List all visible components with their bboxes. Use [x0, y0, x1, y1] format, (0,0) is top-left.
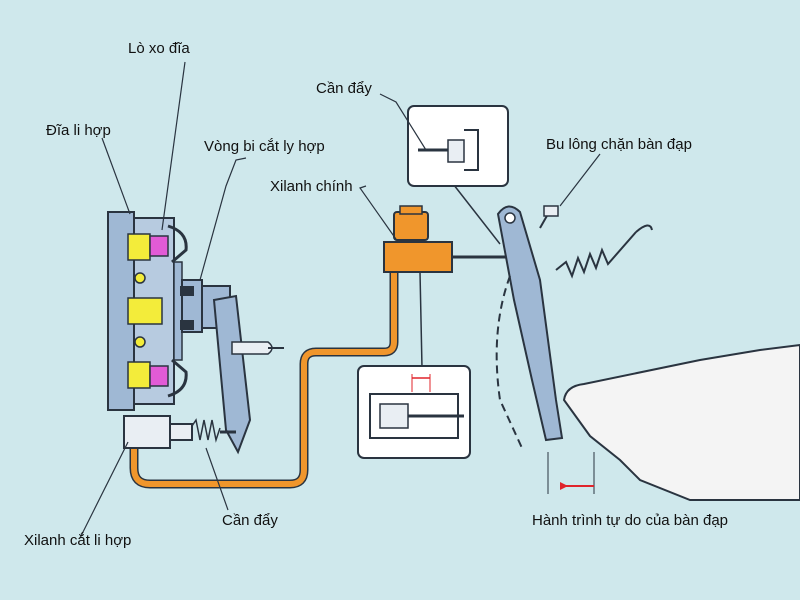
- label-vong-bi: Vòng bi cắt ly hợp: [204, 138, 325, 155]
- spring-yellow-bottom: [127, 361, 151, 389]
- driver-foot: [562, 343, 800, 501]
- label-hanh-trinh: Hành trình tự do của bàn đạp: [532, 512, 729, 529]
- slave-cylinder: [123, 415, 236, 449]
- master-cylinder: [383, 205, 525, 273]
- release-fork: [212, 294, 284, 455]
- label-xilanh-cat: Xilanh cắt li hợp: [24, 532, 132, 549]
- label-can-day-top: Cần đẩy: [316, 80, 372, 97]
- label-lo-xo-dia: Lò xo đĩa: [128, 40, 190, 57]
- free-travel-dimension: [547, 452, 595, 494]
- clutch-pedal: [495, 205, 653, 449]
- label-dia-li-hop: Đĩa li hợp: [46, 122, 111, 139]
- label-bu-long: Bu lông chặn bàn đạp: [546, 136, 692, 153]
- inset-bottom: [357, 271, 471, 459]
- inset-top: [407, 105, 509, 245]
- label-xilanh-chinh: Xilanh chính: [270, 178, 353, 195]
- clutch-disc-assembly: [107, 211, 188, 411]
- leader-lines: [79, 61, 601, 539]
- label-can-day-bottom: Cần đẩy: [222, 512, 278, 529]
- diaphragm-spring-bottom: [149, 365, 169, 387]
- spring-yellow-mid: [127, 297, 163, 325]
- diaphragm-spring-top: [149, 235, 169, 257]
- hydraulic-line: [129, 257, 417, 489]
- spring-yellow-top: [127, 233, 151, 261]
